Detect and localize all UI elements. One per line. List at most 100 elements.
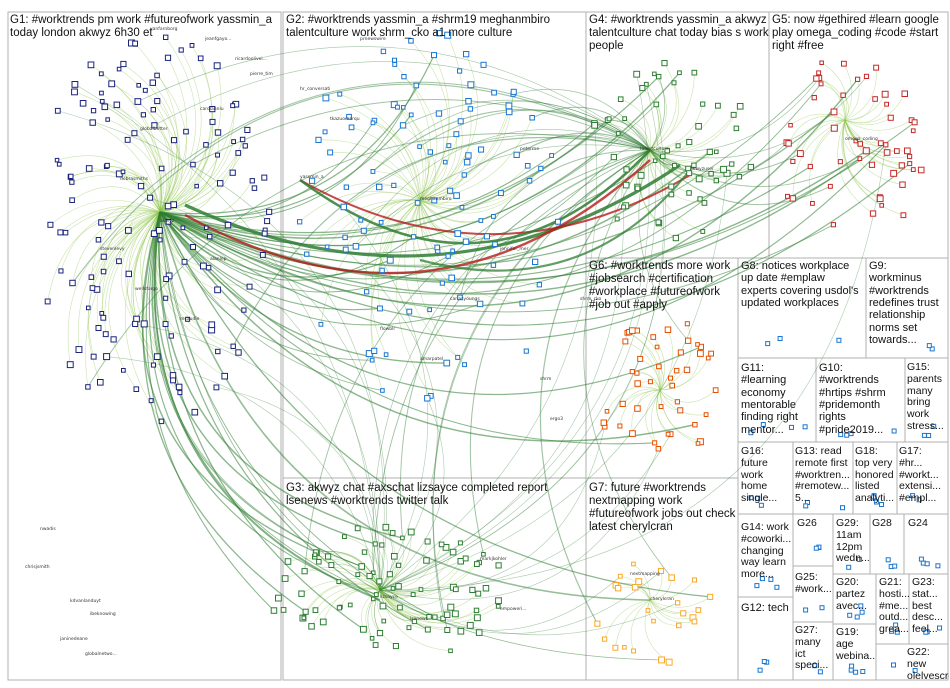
node <box>492 215 496 219</box>
node <box>361 626 367 632</box>
node <box>858 157 862 161</box>
node-label: pierre_tim <box>250 71 273 77</box>
node <box>198 56 203 61</box>
node <box>595 621 600 626</box>
node-label: omega_coding <box>845 136 878 142</box>
node <box>55 108 60 113</box>
node <box>435 245 440 250</box>
node <box>117 67 121 71</box>
node <box>615 217 619 221</box>
node <box>407 626 411 630</box>
node <box>236 350 241 355</box>
node <box>730 162 734 166</box>
node <box>409 113 413 117</box>
node <box>446 254 450 258</box>
group-title-g7: G7: future #worktrends nextmapping work … <box>589 482 737 534</box>
node-label: wellsfargo <box>135 286 158 292</box>
node <box>463 556 468 561</box>
node <box>398 605 403 610</box>
node <box>467 622 473 628</box>
node <box>686 338 691 343</box>
node <box>458 119 463 124</box>
node <box>201 263 207 269</box>
node <box>648 380 652 384</box>
node <box>758 668 762 672</box>
node <box>325 245 329 249</box>
node-label: markjkohler <box>480 556 507 562</box>
node <box>373 643 378 648</box>
node <box>476 591 481 596</box>
edge <box>150 198 386 590</box>
node <box>392 554 398 560</box>
node <box>618 424 622 428</box>
node <box>337 606 341 610</box>
node <box>790 196 795 201</box>
node <box>456 355 460 359</box>
node <box>91 354 96 359</box>
node <box>454 587 459 592</box>
node-label: hr_conversati <box>300 86 330 92</box>
node <box>445 628 450 633</box>
node <box>106 224 111 229</box>
node <box>450 549 456 555</box>
node <box>623 182 629 188</box>
node <box>432 53 437 58</box>
node-label: meghanmbiro <box>420 196 452 202</box>
node <box>786 194 790 198</box>
node <box>901 213 906 218</box>
node <box>370 358 374 362</box>
node <box>184 129 189 134</box>
node <box>232 140 236 144</box>
node <box>390 531 395 536</box>
node <box>817 71 821 75</box>
node <box>380 603 386 609</box>
node <box>210 119 215 124</box>
node <box>192 409 198 415</box>
node <box>176 384 182 390</box>
node <box>653 72 657 76</box>
node <box>520 301 525 306</box>
node <box>138 183 143 188</box>
node <box>630 370 634 374</box>
node <box>348 603 352 607</box>
node <box>468 107 472 111</box>
node <box>195 184 199 188</box>
node <box>157 228 163 234</box>
node <box>111 337 116 342</box>
node <box>181 226 185 230</box>
node <box>313 608 318 613</box>
node <box>448 604 454 610</box>
node <box>208 234 212 238</box>
node <box>702 201 707 206</box>
node <box>900 182 905 187</box>
node <box>387 572 392 577</box>
node <box>367 573 372 578</box>
node-label: yassmin_a <box>300 174 324 180</box>
node <box>418 145 422 149</box>
node <box>481 62 486 67</box>
node <box>362 550 366 554</box>
group-title-g15: G15: parents many bring work stress... <box>907 362 949 442</box>
node <box>447 144 451 148</box>
node <box>100 91 104 95</box>
node <box>455 231 461 237</box>
node <box>687 140 692 145</box>
node <box>814 76 819 81</box>
node <box>222 373 228 379</box>
node <box>267 209 272 214</box>
node <box>393 58 397 62</box>
node-label: flowblr <box>380 326 395 332</box>
node-label: carlasyoungs <box>450 296 480 302</box>
node <box>615 586 620 591</box>
node <box>493 242 498 247</box>
group-title-g25: G25: #work... <box>795 572 835 602</box>
node <box>428 150 432 154</box>
node <box>141 321 147 327</box>
node <box>674 368 679 373</box>
node <box>218 181 223 186</box>
node <box>102 104 108 110</box>
node <box>870 211 875 216</box>
node-label: debrasmiths <box>120 176 149 182</box>
edge <box>650 600 694 623</box>
node-label: ricardoolivei... <box>235 56 267 62</box>
